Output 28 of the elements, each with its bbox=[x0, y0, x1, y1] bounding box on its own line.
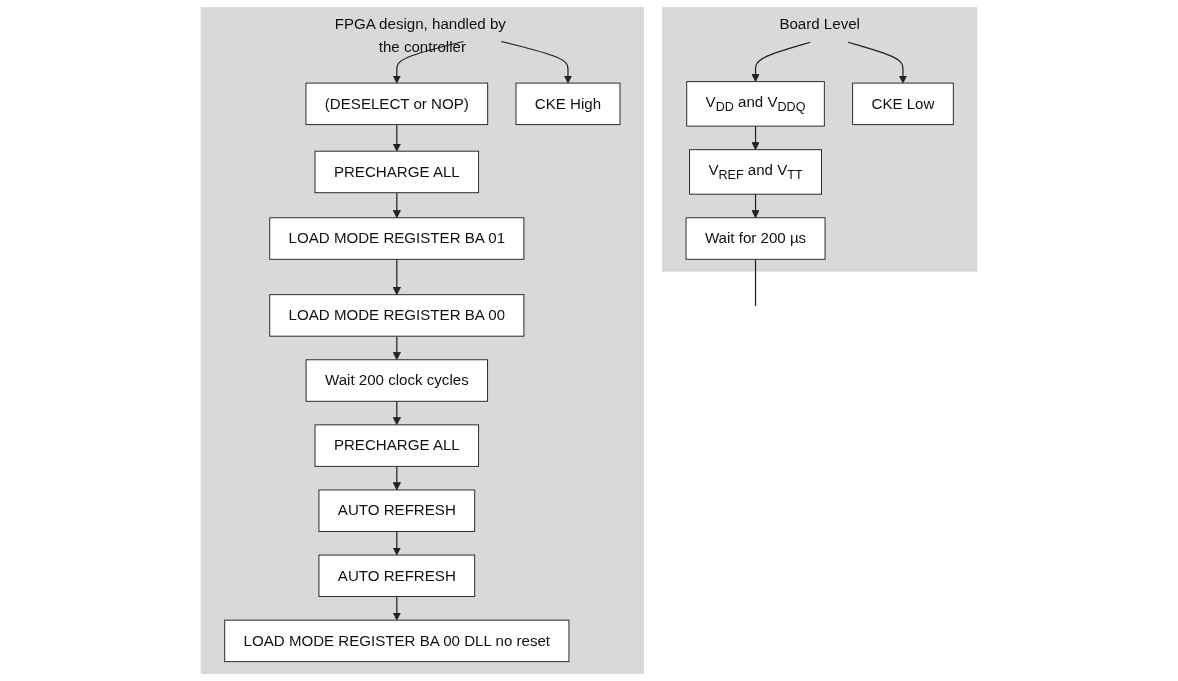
node-box: AUTO REFRESH bbox=[318, 554, 476, 598]
arrow bbox=[392, 465, 401, 491]
node-box: Wait for 200 µs bbox=[685, 217, 826, 260]
arrow bbox=[751, 41, 811, 82]
node-box: LOAD MODE REGISTER BA 00 bbox=[269, 294, 525, 337]
arrow bbox=[751, 125, 760, 151]
node-box: V$_{REF}$ and V$_{TT}$ bbox=[689, 149, 822, 195]
arrow bbox=[392, 192, 401, 219]
node-box: (DESELECT or NOP) bbox=[305, 82, 489, 126]
node-box: AUTO REFRESH bbox=[318, 489, 476, 532]
node-box: LOAD MODE REGISTER BA 01 bbox=[269, 217, 525, 260]
arrow bbox=[500, 40, 573, 84]
arrow bbox=[392, 530, 401, 556]
arrow bbox=[751, 193, 760, 219]
node-box: PRECHARGE ALL bbox=[314, 150, 480, 194]
arrow bbox=[392, 400, 401, 426]
node-box: CKE Low bbox=[852, 82, 954, 126]
node-box: CKE High bbox=[515, 82, 621, 126]
node-box: PRECHARGE ALL bbox=[314, 424, 480, 467]
node-box: Wait 200 clock cycles bbox=[305, 359, 489, 402]
node-box: V$_{DD}$ and V$_{DDQ}$ bbox=[686, 81, 825, 127]
connector bbox=[754, 258, 757, 307]
node-box: LOAD MODE REGISTER BA 00 DLL no reset bbox=[224, 619, 570, 663]
arrow bbox=[847, 41, 908, 84]
arrow bbox=[392, 124, 401, 152]
arrow bbox=[392, 335, 401, 361]
arrow bbox=[392, 595, 401, 621]
arrow bbox=[392, 258, 401, 296]
